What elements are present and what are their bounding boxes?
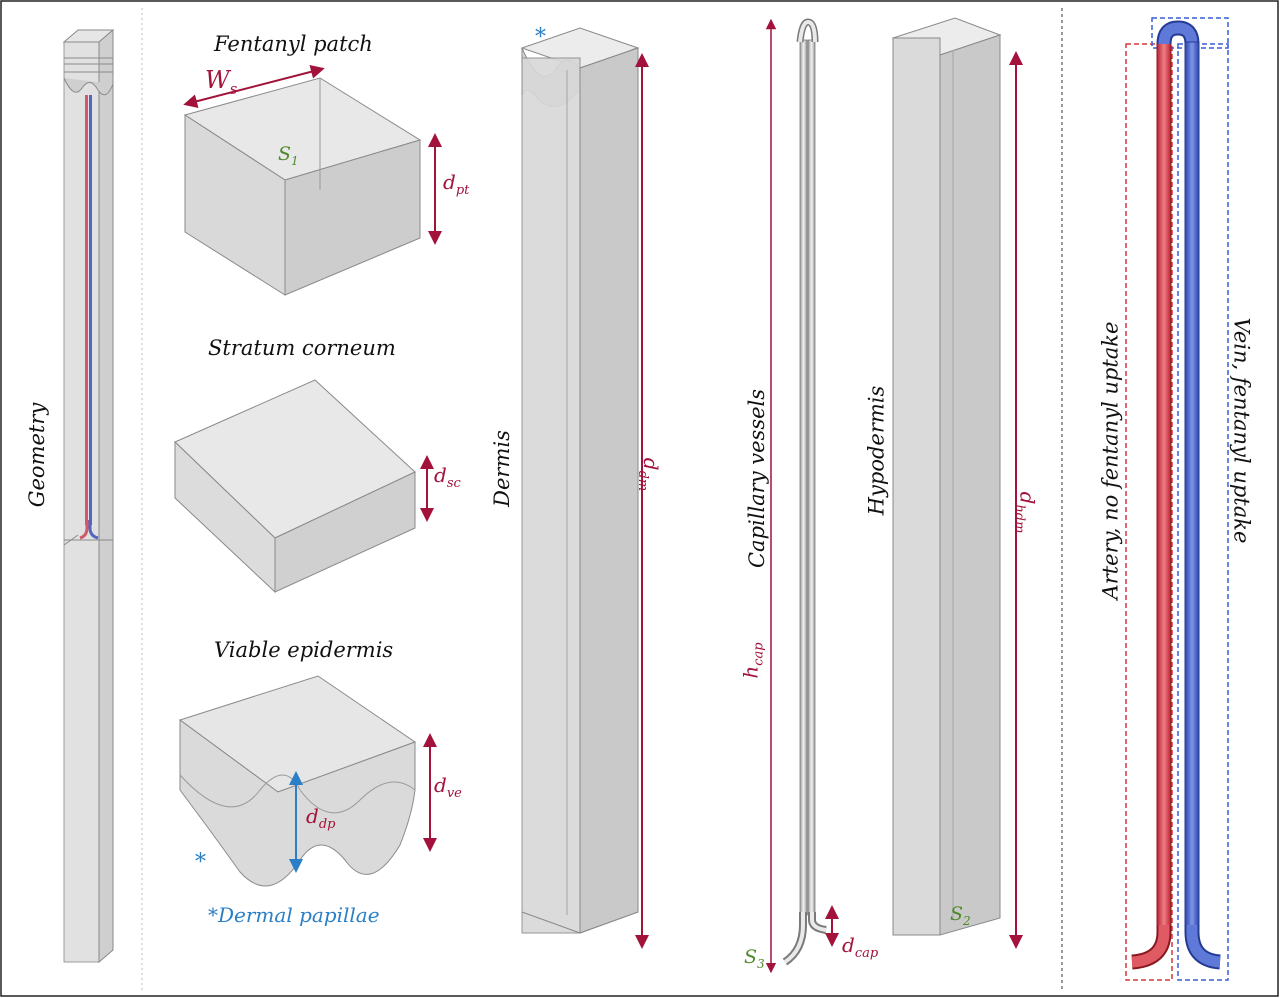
stratum-corneum-box: [174, 379, 416, 594]
capillary-title: Capillary vessels: [745, 388, 770, 569]
viable-epidermis-shape: [178, 675, 417, 887]
papilla-depth-label: ddp: [306, 804, 336, 832]
fentanyl-patch-box: [183, 77, 422, 296]
epidermis-asterisk: *: [195, 850, 206, 875]
capillary-diameter-label: dcap: [842, 933, 879, 961]
capillary-surface-label: S3: [744, 946, 765, 971]
patch-depth-label: dpt: [443, 170, 470, 198]
hypodermis-title: Hypodermis: [864, 385, 889, 516]
stratum-corneum-title: Stratum corneum: [208, 336, 396, 360]
dermis-column: [520, 27, 640, 934]
vein-vessel: [1156, 20, 1221, 970]
hypodermis-depth-label: dhdm: [1011, 491, 1040, 534]
geometry-model: [62, 28, 115, 964]
patch-width-label: Ws: [205, 66, 238, 98]
viable-epidermis-title: Viable epidermis: [214, 638, 394, 662]
dermis-asterisk: *: [535, 25, 546, 50]
fentanyl-patch-title: Fentanyl patch: [214, 32, 373, 56]
geometry-title: Geometry: [25, 402, 49, 508]
hypodermis-column: [891, 17, 1002, 936]
capillary-height-label: hcap: [738, 642, 767, 679]
hypodermis-surface-label: S2: [950, 903, 971, 928]
patch-surface-label: S1: [278, 143, 299, 168]
epidermis-depth-label: dve: [434, 773, 462, 801]
artery-label: Artery, no fentanyl uptake: [1098, 321, 1123, 600]
vein-region-box: [1177, 43, 1229, 981]
artery-vessel: [1131, 41, 1172, 970]
capillary-tube: [782, 18, 827, 966]
vein-label: Vein, fentanyl uptake: [1229, 317, 1254, 544]
dermis-title: Dermis: [489, 430, 514, 507]
patch-width-arrow: [183, 64, 325, 109]
dermis-depth-label: ddm: [635, 457, 664, 492]
artery-region-box: [1125, 43, 1173, 981]
stratum-depth-label: dsc: [434, 463, 461, 491]
dermal-papillae-note: *Dermal papillae: [208, 903, 380, 927]
